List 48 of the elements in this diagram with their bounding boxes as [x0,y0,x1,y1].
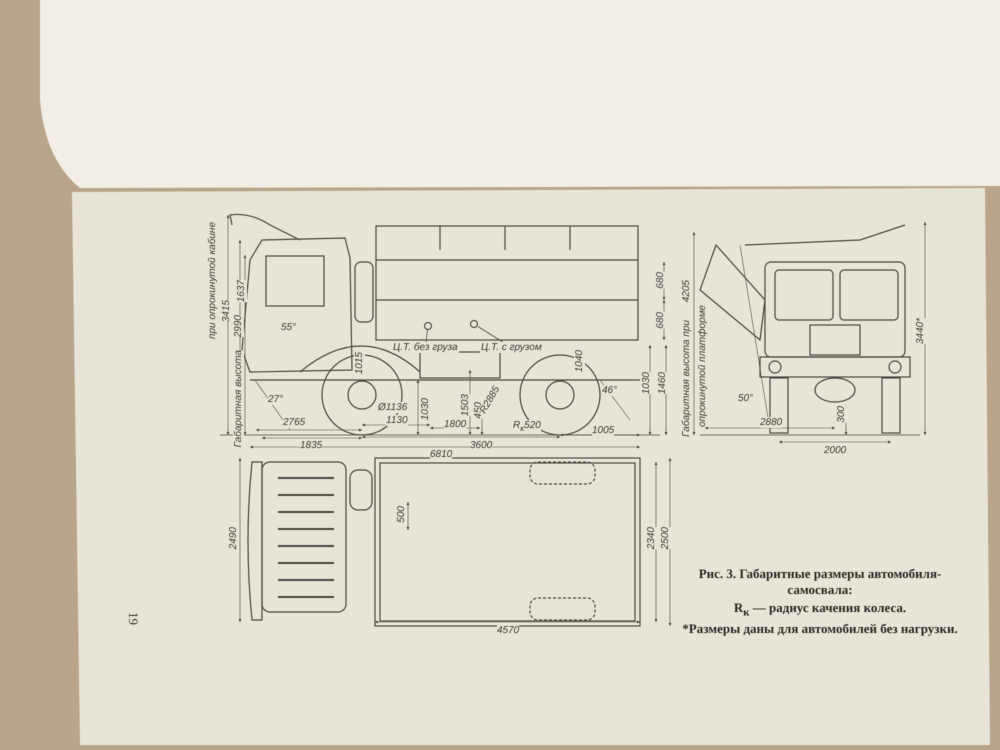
dimension-label: 1460 [657,372,668,394]
dimension-label: Габаритная высота при [681,320,692,437]
dimension-label: 2340 [646,527,657,550]
dimension-label: 1800 [444,419,466,430]
dimension-label: 1030 [420,398,431,420]
dimension-label: 1835 [300,440,322,451]
dimension-label: Ø1136 [378,402,408,413]
dimension-label: 2880 [760,417,782,428]
dimension-label: R$_{к}$520 [513,420,541,434]
dimension-label: при опрокинутой кабине [207,222,218,340]
caption-note: R$_{к}$ — радиус качения колеса. [732,600,908,619]
dimension-label: опрокинутой платформе [697,305,708,428]
dimension-label: 1030 [641,372,652,394]
dimension-label: 1503 [460,394,471,416]
dimension-label: 2765 [283,417,306,428]
leader-line [478,326,504,342]
leader-line [426,330,428,342]
dimension-label: 2490 [228,527,239,550]
dimension-label: 55° [281,322,296,333]
dimension-label: 2990 [233,315,244,338]
annotation-text: Ц.Т. без груза [392,342,459,353]
dimension-label: 2000 [824,445,846,456]
dimension-label: 2500 [660,527,671,550]
dimension-label: 27° [268,394,284,405]
center-of-gravity-mark [424,322,432,330]
dimension-label: 1005 [592,425,614,436]
dimension-label: 50° [738,393,754,404]
dimension-label: 500 [396,506,407,523]
center-of-gravity-mark [470,320,478,328]
dimension-label: 680 [655,312,666,329]
dimension-label: 680 [655,272,666,289]
dimension-label: 3415 [221,300,232,322]
caption-note: *Размеры даны для автомобилей без нагрузки. [681,620,959,637]
dimension-label: 6810 [430,449,452,460]
dimension-label: 1130 [386,415,408,426]
dimension-label: 46° [602,385,618,396]
dimension-label: 1015 [354,352,365,374]
figure-caption: Рис. 3. Габаритные размеры автомобиля-самосвала: [698,566,942,598]
dimension-label: 4570 [497,625,520,636]
dimension-label: 1040 [574,350,585,372]
dimension-label: 4205 [681,280,692,302]
dimension-label: 1637 [236,280,247,302]
dimension-label: 3600 [470,440,492,451]
page-number: 19 [126,612,140,625]
dimension-label: 300 [836,406,847,423]
dimension-label: Габаритная высота [233,350,244,448]
annotation-text: Ц.Т. с грузом [480,342,543,353]
dimension-label: 3440* [915,318,926,344]
